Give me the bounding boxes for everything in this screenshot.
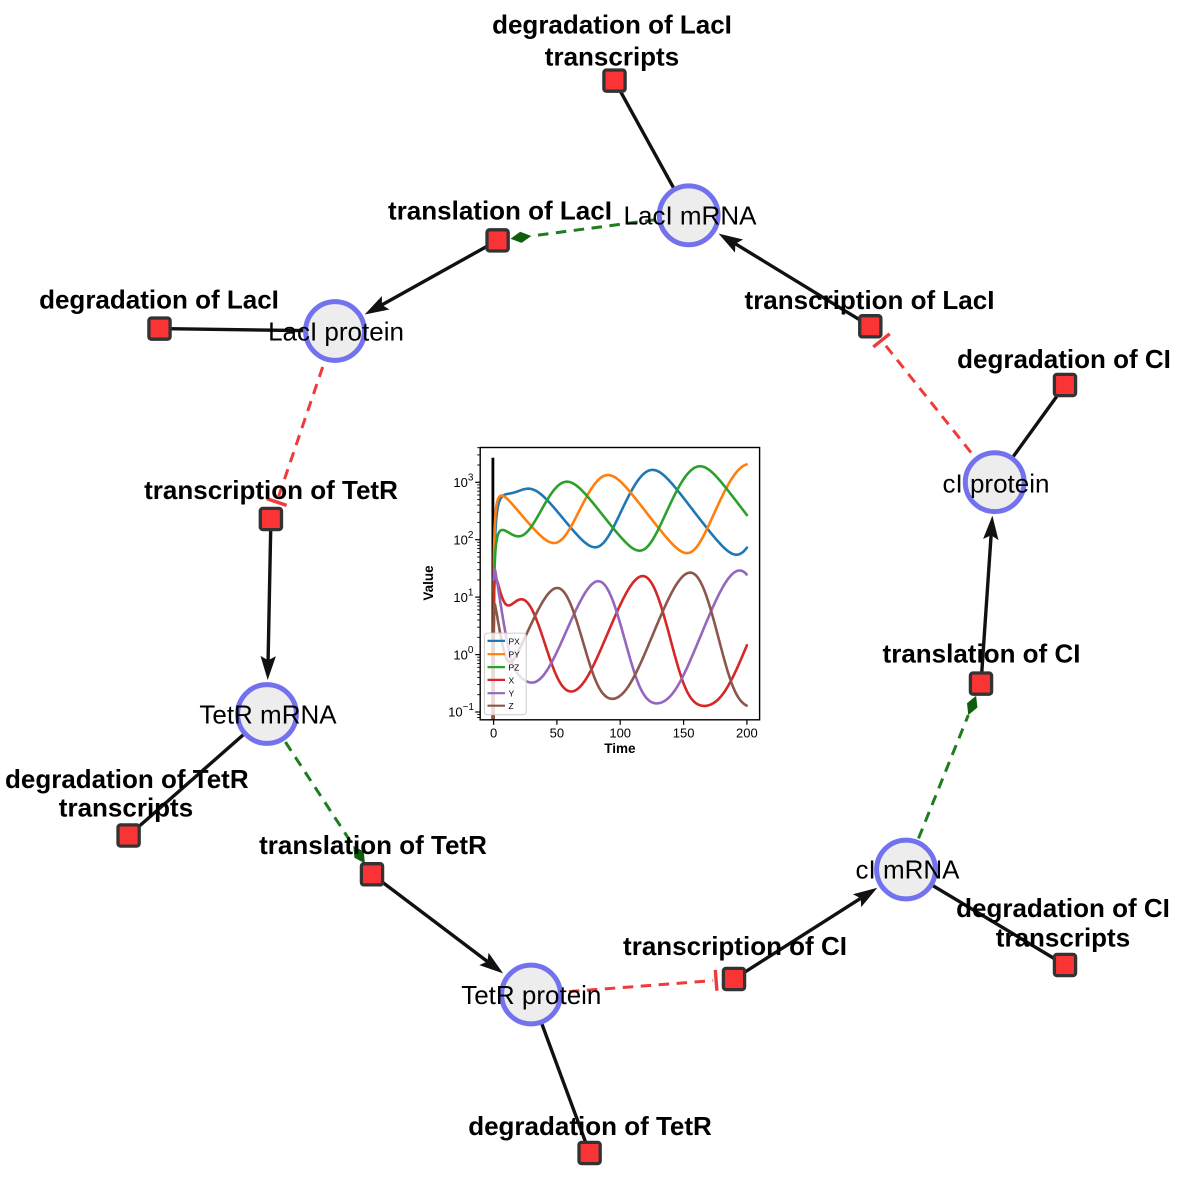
svg-text:50: 50 — [550, 725, 564, 740]
svg-text:degradation of TetR: degradation of TetR — [5, 764, 249, 794]
svg-text:100: 100 — [609, 725, 631, 740]
svg-text:degradation of CI: degradation of CI — [957, 344, 1171, 374]
svg-text:translation of TetR: translation of TetR — [259, 830, 487, 860]
svg-text:translation of LacI: translation of LacI — [388, 196, 612, 226]
svg-text:cI protein: cI protein — [943, 469, 1050, 499]
svg-text:Z: Z — [509, 701, 514, 711]
svg-text:PX: PX — [509, 636, 521, 646]
svg-text:PZ: PZ — [509, 663, 520, 673]
svg-text:X: X — [509, 675, 515, 685]
svg-text:degradation of CI: degradation of CI — [956, 893, 1170, 923]
svg-text:TetR mRNA: TetR mRNA — [199, 699, 337, 729]
svg-text:TetR protein: TetR protein — [461, 980, 601, 1010]
svg-text:transcription of CI: transcription of CI — [623, 931, 847, 961]
svg-text:PY: PY — [509, 650, 521, 660]
svg-text:Y: Y — [509, 689, 515, 699]
svg-text:degradation of LacI: degradation of LacI — [492, 9, 732, 39]
svg-text:cI mRNA: cI mRNA — [856, 855, 961, 885]
svg-text:translation of CI: translation of CI — [883, 639, 1081, 669]
svg-text:150: 150 — [673, 725, 695, 740]
svg-text:transcription of LacI: transcription of LacI — [745, 285, 995, 315]
svg-text:0: 0 — [490, 725, 497, 740]
svg-text:LacI mRNA: LacI mRNA — [624, 201, 758, 231]
svg-text:LacI protein: LacI protein — [268, 316, 404, 346]
svg-text:transcription of TetR: transcription of TetR — [144, 475, 398, 505]
svg-text:transcripts: transcripts — [59, 793, 193, 823]
svg-text:Value: Value — [421, 565, 436, 601]
svg-text:200: 200 — [736, 725, 758, 740]
svg-text:degradation of TetR: degradation of TetR — [468, 1111, 712, 1141]
svg-text:Time: Time — [604, 741, 636, 756]
svg-text:transcripts: transcripts — [996, 923, 1130, 953]
svg-text:transcripts: transcripts — [545, 42, 679, 72]
svg-text:degradation of LacI: degradation of LacI — [39, 285, 279, 315]
